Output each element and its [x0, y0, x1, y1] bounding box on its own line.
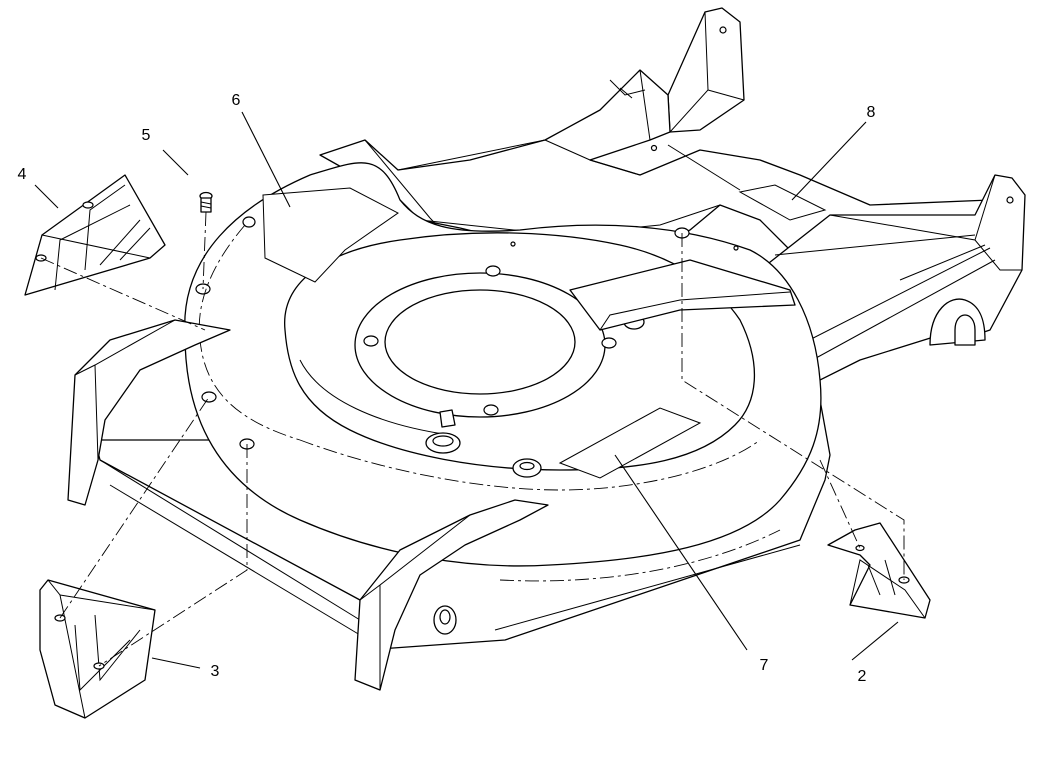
mulch-plug-3	[39, 579, 156, 719]
assembly-lines	[40, 211, 905, 667]
callout-label: 7	[760, 657, 769, 674]
front-bumper-pad	[354, 499, 549, 691]
leader-lines	[34, 111, 899, 669]
mulch-plug-2	[827, 522, 931, 619]
mower-deck	[94, 162, 831, 651]
callout-label: 4	[18, 166, 27, 183]
decal-7	[558, 407, 702, 479]
screw-5	[199, 191, 213, 213]
left-bumper-pad	[67, 319, 231, 506]
callout-label: 5	[142, 127, 151, 144]
callout-label: 8	[867, 104, 876, 121]
callout-label: 3	[211, 663, 220, 680]
callout-label: 6	[232, 92, 241, 109]
mulch-plug-4	[24, 174, 166, 296]
decal-8	[738, 184, 827, 221]
decal-6	[262, 187, 399, 283]
callout-label: 2	[858, 668, 867, 685]
